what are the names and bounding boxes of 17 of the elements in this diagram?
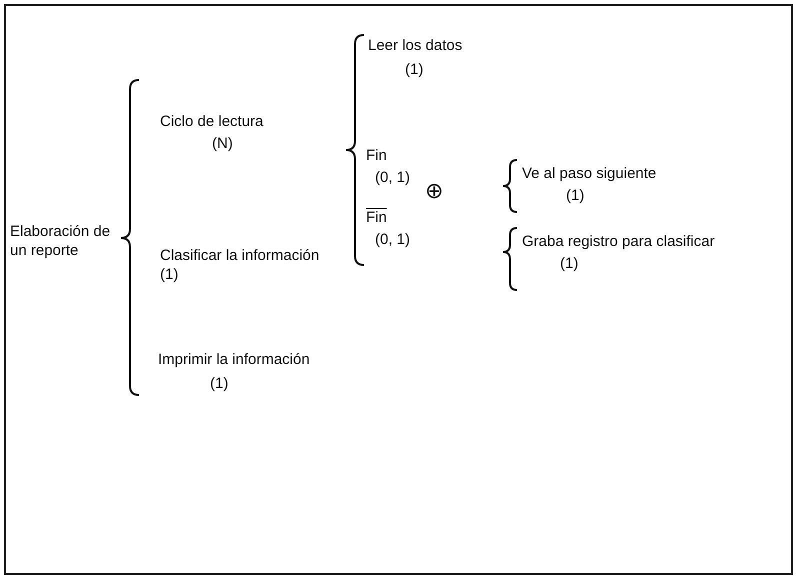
step-label: Graba registro para clasificar: [522, 232, 715, 251]
step-label: Ve al paso siguiente: [522, 164, 656, 183]
condition-label: Fin: [366, 208, 387, 227]
repetition-count: (1): [566, 186, 584, 205]
step-label: Clasificar la información (1): [160, 246, 320, 284]
condition-label: Fin: [366, 146, 387, 165]
repetition-count: (1): [210, 374, 228, 393]
exclusive-or-symbol: ⊕: [425, 180, 443, 202]
repetition-count: (1): [405, 60, 424, 79]
step-label: Imprimir la información: [158, 350, 310, 369]
repetition-count: (N): [212, 134, 233, 153]
step-label: Ciclo de lectura: [160, 112, 264, 131]
repetition-count: (1): [560, 254, 578, 273]
title-text: Elaboración de un reporte: [10, 222, 112, 260]
step-label: Leer los datos: [368, 36, 462, 55]
repetition-count: (0, 1): [375, 230, 410, 249]
repetition-count: (0, 1): [375, 168, 410, 187]
